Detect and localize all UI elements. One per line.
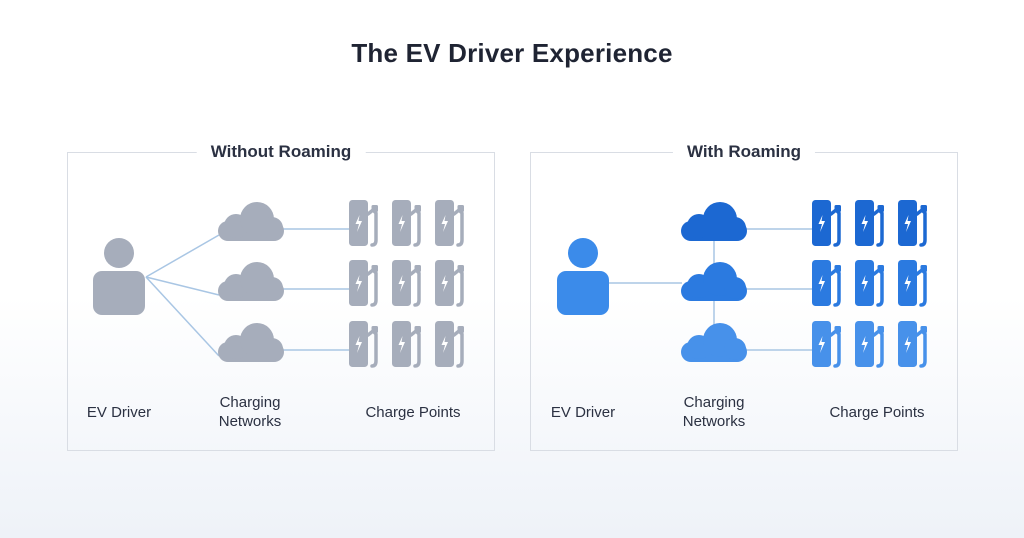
panel-without-roaming: Without Roaming EV Driver Charging Netwo…	[67, 142, 495, 451]
page-title: The EV Driver Experience	[351, 38, 673, 68]
panel-title-with-roaming: With Roaming	[672, 142, 816, 162]
charge-point-icon	[898, 260, 927, 307]
label-networks: Networks	[218, 413, 282, 430]
charge-point-icon	[812, 260, 841, 307]
charge-point-icon	[349, 321, 378, 368]
label-charging: Charging	[683, 394, 745, 411]
charge-point-icon	[349, 260, 378, 307]
diagram-with-roaming	[557, 200, 927, 368]
cloud-icon	[218, 202, 284, 241]
label-ev-driver: EV Driver	[86, 404, 152, 421]
label-charging: Charging	[219, 394, 281, 411]
charge-point-icon	[898, 321, 927, 368]
person-icon	[557, 238, 609, 315]
charge-point-icon	[435, 321, 464, 368]
label-networks: Networks	[682, 413, 746, 430]
label-charge-points: Charge Points	[365, 404, 461, 421]
driver-network-link	[145, 234, 220, 278]
charge-point-icon	[435, 200, 464, 247]
driver-network-link	[145, 276, 220, 296]
person-icon	[93, 238, 145, 315]
charge-point-icon	[349, 200, 378, 247]
driver-network-link	[145, 276, 220, 357]
charge-point-icon	[855, 321, 884, 368]
panel-with-roaming: With Roaming EV Driver Charging Networks…	[530, 142, 958, 451]
charge-point-icon	[855, 200, 884, 247]
panel-title-without-roaming: Without Roaming	[196, 142, 366, 162]
label-ev-driver: EV Driver	[550, 404, 616, 421]
label-charge-points: Charge Points	[829, 404, 925, 421]
charge-point-icon	[855, 260, 884, 307]
cloud-icon	[681, 262, 747, 301]
charge-point-icon	[812, 200, 841, 247]
connection-lines	[145, 228, 349, 357]
charge-point-icon	[812, 321, 841, 368]
charge-point-icon	[392, 200, 421, 247]
charge-point-icon	[898, 200, 927, 247]
charge-point-icon	[435, 260, 464, 307]
cloud-icon	[218, 262, 284, 301]
charge-point-icon	[392, 321, 421, 368]
diagram-without-roaming	[93, 200, 464, 368]
cloud-icon	[681, 323, 747, 362]
cloud-icon	[218, 323, 284, 362]
cloud-icon	[681, 202, 747, 241]
charge-point-icon	[392, 260, 421, 307]
